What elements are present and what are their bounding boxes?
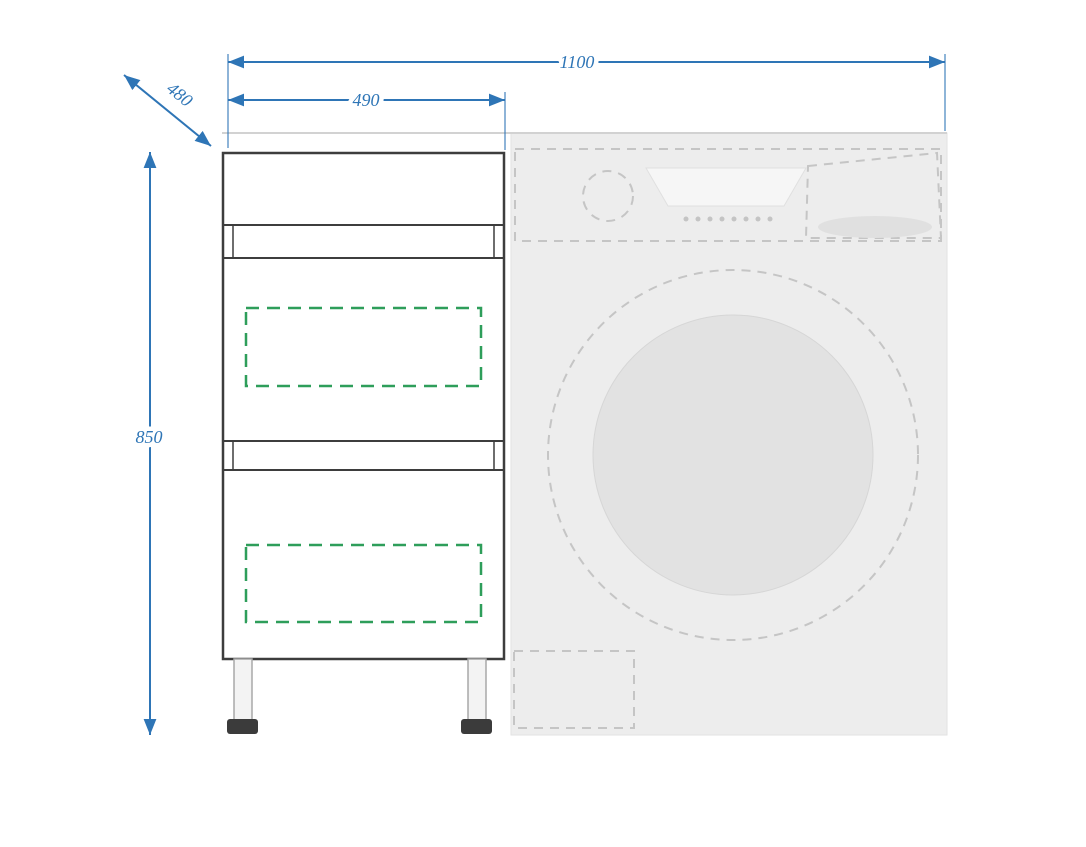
- cabinet-outline: [221, 151, 506, 661]
- washer-filter-hatch: [513, 650, 635, 729]
- dimension-total-width: 1100: [228, 48, 945, 77]
- dimension-label-total-width: 1100: [560, 52, 595, 72]
- storage-zone-bottom: [244, 543, 483, 624]
- washer-control-panel: [514, 148, 942, 242]
- dimension-cabinet-width: 490: [228, 86, 505, 115]
- cabinet-foot-left: [227, 719, 258, 734]
- cabinet: [221, 151, 506, 734]
- washer-knob-icon: [582, 170, 634, 222]
- dimension-label-depth: 480: [163, 78, 197, 111]
- washing-machine-ghost: [510, 132, 948, 736]
- washer-detergent-tray: [818, 216, 932, 238]
- dimension-line-depth: [123, 74, 212, 147]
- storage-zone-middle: [244, 306, 483, 388]
- dimension-annotations: 1100 490 480 850: [123, 48, 946, 735]
- dimension-height: 850: [131, 152, 167, 735]
- washer-door-outline: [547, 269, 919, 641]
- cabinet-leg-left: [233, 658, 253, 722]
- washer-buttons: [683, 216, 773, 222]
- cabinet-leg-right: [467, 658, 487, 722]
- dimension-depth: 480: [123, 74, 212, 147]
- cabinet-foot-right: [461, 719, 492, 734]
- washer-drum: [592, 314, 874, 596]
- washer-display: [645, 167, 807, 207]
- dimension-label-cabinet-width: 490: [353, 90, 380, 110]
- washer-detergent-drawer: [804, 151, 943, 239]
- dimension-label-height: 850: [136, 427, 163, 447]
